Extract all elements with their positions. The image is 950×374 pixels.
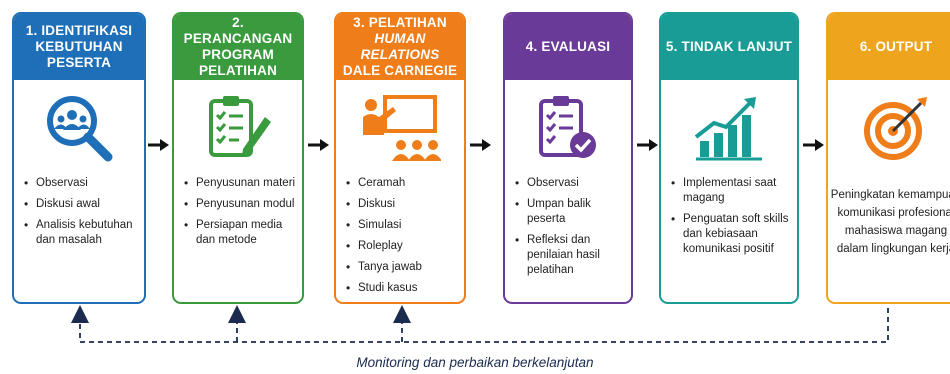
stage-header-line: KEBUTUHAN — [35, 39, 123, 54]
stage-header-line: DALE CARNEGIE — [342, 63, 458, 78]
stage-tindak-lanjut: 5. TINDAK LANJUT Implementasi saat magan… — [659, 12, 799, 304]
flow-arrow — [470, 139, 491, 151]
feedback-line — [71, 305, 889, 343]
stage-header-line: 5. TINDAK LANJUT — [665, 39, 793, 54]
stage-header-line: PROGRAM — [202, 47, 274, 62]
stage-activity-list: ObservasiUmpan balik pesertaRefleksi dan… — [505, 176, 631, 278]
clipboard-pencil-icon — [174, 80, 302, 176]
stage-activity-item: Analisis kebutuhan dan masalah — [24, 218, 138, 248]
stage-activity-list: Implementasi saat magangPenguatan soft s… — [661, 176, 797, 257]
stage-header-line: HUMAN RELATIONS — [360, 31, 440, 62]
output-description: Peningkatan kemampuan komunikasi profesio… — [828, 176, 950, 258]
stage-activity-list: CeramahDiskusiSimulasiRoleplayTanya jawa… — [336, 176, 464, 296]
stage-activity-list: ObservasiDiskusi awalAnalisis kebutuhan … — [14, 176, 144, 248]
stage-activity-item: Penyusunan materi — [184, 176, 296, 191]
stage-header-line: PESERTA — [46, 55, 112, 70]
output-line: dalam lingkungan kerja — [836, 243, 950, 255]
stage-activity-item: Studi kasus — [346, 281, 458, 296]
stage-activity-item: Observasi — [515, 176, 625, 191]
output-line: Peningkatan kemampuan — [830, 189, 950, 201]
flow-arrow — [148, 139, 169, 151]
stage-header: 4. EVALUASI — [505, 14, 631, 80]
stage-activity-item: Penyusunan modul — [184, 197, 296, 212]
stage-activity-item: Simulasi — [346, 218, 458, 233]
growth-chart-icon — [661, 80, 797, 176]
stage-activity-item: Umpan balik peserta — [515, 197, 625, 227]
output-line: komunikasi profesional — [837, 207, 950, 219]
stage-activity-item: Implementasi saat magang — [671, 176, 791, 206]
footer-caption: Monitoring dan perbaikan berkelanjutan — [356, 355, 594, 370]
target-arrow-icon — [828, 80, 950, 176]
magnifier-people-icon — [14, 80, 144, 176]
stage-header-line: PELATIHAN — [198, 63, 278, 78]
flow-arrow — [308, 139, 329, 151]
stage-header-line: 3. PELATIHAN — [353, 15, 447, 30]
stage-activity-item: Refleksi dan penilaian hasil pelatihan — [515, 233, 625, 278]
stage-activity-list: Penyusunan materiPenyusunan modulPersiap… — [174, 176, 302, 248]
stage-activity-item: Tanya jawab — [346, 260, 458, 275]
stage-activity-item: Penguatan soft skills dan kebiasaan komu… — [671, 212, 791, 257]
stage-activity-item: Roleplay — [346, 239, 458, 254]
stage-output: 6. OUTPUT Peningkatan kemampuan komunikas… — [826, 12, 950, 304]
stage-header: 5. TINDAK LANJUT — [661, 14, 797, 80]
stage-header-line: 4. EVALUASI — [525, 39, 611, 54]
output-line: mahasiswa magang — [844, 225, 948, 237]
stage-evaluasi: 4. EVALUASI ObservasiUmpan balik peserta… — [503, 12, 633, 304]
stage-header-line: 1. IDENTIFIKASI — [25, 23, 133, 38]
stage-header: 6. OUTPUT — [828, 14, 950, 80]
stage-activity-item: Diskusi — [346, 197, 458, 212]
stage-activity-item: Ceramah — [346, 176, 458, 191]
stage-activity-item: Observasi — [24, 176, 138, 191]
stage-activity-item: Diskusi awal — [24, 197, 138, 212]
flow-arrow — [803, 139, 824, 151]
stage-header-line: 2. PERANCANGAN — [183, 15, 293, 46]
clipboard-check-icon — [505, 80, 631, 176]
flow-arrow — [637, 139, 658, 151]
stage-activity-item: Persiapan media dan metode — [184, 218, 296, 248]
stage-header-line: 6. OUTPUT — [859, 39, 933, 54]
presentation-audience-icon — [336, 80, 464, 176]
